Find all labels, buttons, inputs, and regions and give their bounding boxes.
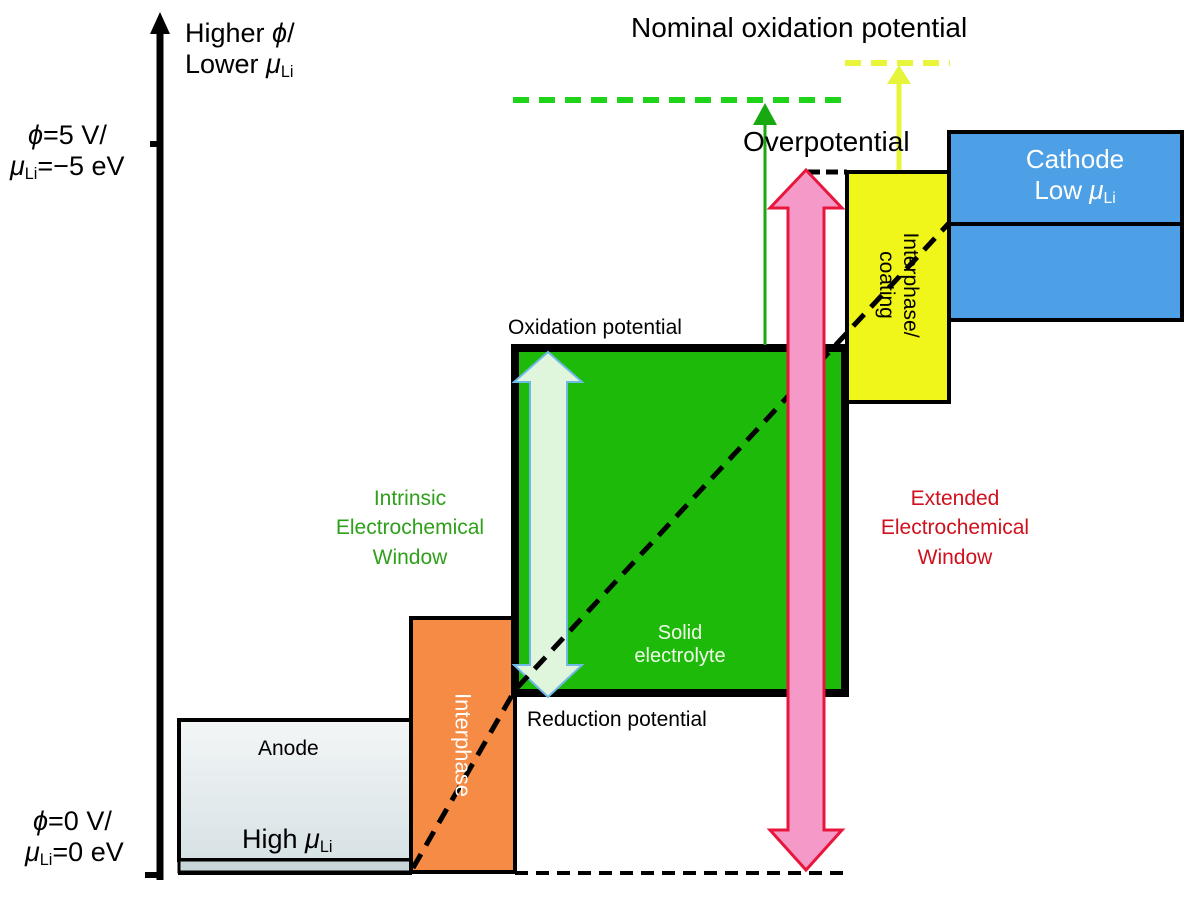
high-text: High: [242, 824, 306, 854]
low-text: Low: [1034, 175, 1090, 206]
tick-label-5v: ϕ=5 V/ μLi=−5 eV: [10, 120, 125, 184]
extended-line2: Electrochemical: [880, 516, 1030, 540]
interphase-coating-line2: coating: [875, 251, 898, 319]
solid-text: Solid: [657, 622, 703, 644]
intrinsic-line1: Intrinsic: [373, 487, 447, 510]
interphase-coating-line1: Interphase/: [899, 232, 923, 338]
phi-symbol: ϕ: [33, 806, 49, 836]
mu-symbol: μ: [10, 151, 25, 182]
interphase-box: [409, 616, 517, 874]
li-subscript: Li: [39, 851, 53, 870]
tick-5-phi-value: =5 V/: [43, 120, 107, 150]
tick-label-0v: ϕ=0 V/ μLi=0 eV: [25, 806, 124, 870]
tick-0-phi-value: =0 V/: [48, 806, 112, 836]
extended-line3: Window: [917, 545, 993, 569]
solid-electrolyte-label: Solid electrolyte: [620, 622, 740, 668]
cathode-text: Cathode: [1025, 144, 1125, 174]
phi-symbol: ϕ: [28, 120, 44, 150]
intrinsic-line2: Electrochemical: [335, 516, 485, 540]
interphase-coating-label: Interphase/ coating: [874, 232, 922, 337]
cathode-label: Cathode Low μLi: [1000, 144, 1150, 209]
tick-5-mu-value: =−5 eV: [37, 151, 125, 182]
extended-line1: Extended: [910, 487, 1000, 510]
axis-top-label-higher: Higher: [185, 18, 273, 48]
oxidation-potential-label: Oxidation potential: [508, 316, 682, 339]
li-subscript: Li: [24, 165, 38, 184]
intrinsic-window-double-arrow: [511, 350, 585, 699]
green-overpotential-arrowhead: [753, 103, 777, 125]
anode-base: [177, 858, 413, 874]
axis-top-label: Higher ϕ/ Lower μLi: [185, 18, 295, 82]
electrolyte-text: electrolyte: [634, 645, 726, 667]
mu-symbol: μ: [305, 824, 320, 854]
yellow-overpotential-arrowhead: [887, 65, 911, 84]
phi-symbol: ϕ: [272, 18, 288, 48]
axis-top-label-lower: Lower: [185, 49, 267, 80]
extended-window-label: Extended Electrochemical Window: [855, 484, 1055, 572]
tick-0-mu-value: =0 eV: [52, 837, 124, 868]
anode-label: Anode: [258, 737, 319, 760]
li-subscript: Li: [319, 838, 333, 857]
y-axis-arrowhead: [150, 12, 170, 34]
reduction-potential-label: Reduction potential: [527, 708, 707, 731]
extended-window-double-arrow: [766, 167, 846, 873]
mu-symbol: μ: [1089, 175, 1104, 206]
intrinsic-line3: Window: [372, 545, 448, 569]
anode-box: [177, 718, 413, 862]
slash: /: [287, 18, 295, 48]
li-subscript: Li: [1103, 190, 1116, 208]
high-mu-label: High μLi: [242, 824, 332, 857]
intrinsic-window-label: Intrinsic Electrochemical Window: [310, 484, 510, 572]
mu-symbol: μ: [25, 837, 40, 868]
interphase-label: Interphase: [450, 693, 476, 797]
overpotential-label: Overpotential: [743, 126, 910, 157]
li-subscript: Li: [280, 63, 294, 82]
nominal-oxidation-label: Nominal oxidation potential: [631, 12, 968, 43]
coating-box: [845, 170, 951, 404]
mu-symbol: μ: [266, 49, 281, 80]
